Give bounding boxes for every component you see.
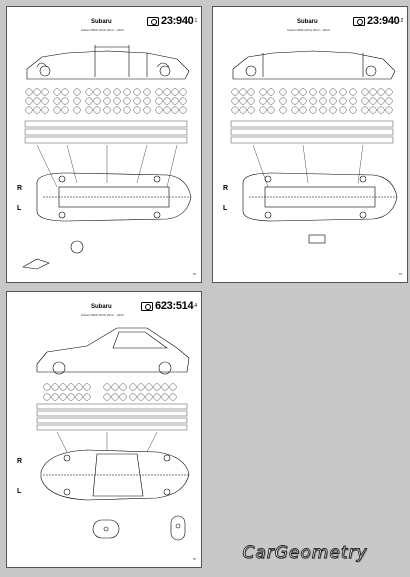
page-subtitle: Subaru BRZ (ZC6) 2012 – 2020 bbox=[81, 313, 124, 317]
page-code: 623:514 bbox=[155, 300, 194, 312]
side-view-diagram bbox=[22, 45, 192, 270]
camera-icon bbox=[141, 301, 153, 311]
code-box: 23:940 1 bbox=[147, 15, 197, 27]
page-number: 87 bbox=[193, 272, 197, 276]
document-page-1: Subaru Subaru BRZ (ZC6) 2012 – 2020 23:9… bbox=[6, 6, 202, 283]
page-code-sup: 1 bbox=[194, 18, 198, 24]
side-view-diagram bbox=[36, 327, 190, 541]
label-right: R bbox=[17, 185, 23, 192]
label-left: L bbox=[17, 488, 22, 495]
label-right: R bbox=[17, 458, 23, 465]
document-page-2: Subaru Subaru BRZ (ZC6) 2012 – 2020 23:9… bbox=[212, 6, 408, 283]
camera-icon bbox=[353, 16, 365, 26]
page-subtitle: Subaru BRZ (ZC6) 2012 – 2020 bbox=[81, 28, 124, 32]
page-code-sup: 4 bbox=[194, 303, 198, 309]
page-subtitle: Subaru BRZ (ZC6) 2012 – 2020 bbox=[287, 28, 330, 32]
camera-icon bbox=[147, 16, 159, 26]
code-box: 23:940 2 bbox=[353, 15, 403, 27]
label-left: L bbox=[17, 205, 22, 212]
logo-text: CarGeometry bbox=[242, 543, 368, 564]
code-box: 623:514 4 bbox=[141, 300, 197, 312]
label-left: L bbox=[223, 205, 228, 212]
page-brand: Subaru bbox=[297, 19, 318, 25]
page-code-sup: 2 bbox=[400, 18, 404, 24]
cargeometry-logo: CarGeometry bbox=[205, 533, 405, 573]
document-page-3: Subaru Subaru BRZ (ZC6) 2012 – 2020 623:… bbox=[6, 291, 202, 568]
page-number: 87 bbox=[399, 272, 403, 276]
page-brand: Subaru bbox=[91, 304, 112, 310]
page-number: 87 bbox=[193, 557, 197, 561]
label-right: R bbox=[223, 185, 229, 192]
page-brand: Subaru bbox=[91, 19, 112, 25]
side-view-diagram bbox=[230, 50, 398, 244]
page-code: 23:940 bbox=[161, 15, 194, 27]
page-code: 23:940 bbox=[367, 15, 400, 27]
